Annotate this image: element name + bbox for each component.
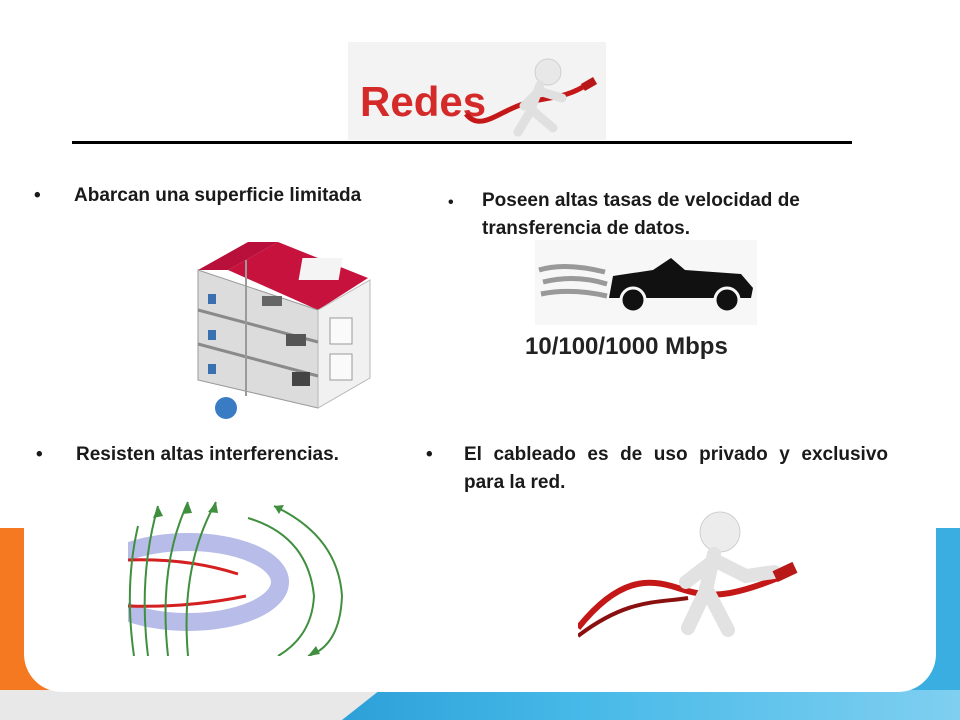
bullet-dot: • <box>426 444 433 465</box>
bullet-text: Poseen altas tasas de velocidad de trans… <box>482 190 800 239</box>
bullet-text: El cableado es de uso privado y exclusiv… <box>464 444 888 493</box>
bullet-limited-area: • Abarcan una superficie limitada <box>34 182 362 210</box>
bullet-private-cabling: • El cableado es de uso privado y exclus… <box>426 441 888 497</box>
speed-label: 10/100/1000 Mbps <box>525 333 728 360</box>
title-divider <box>72 141 852 144</box>
bottom-gray-bar <box>0 690 380 720</box>
bullet-dot: • <box>34 185 41 206</box>
bullet-text: Resisten altas interferencias. <box>76 444 339 465</box>
house-network-image <box>197 242 371 419</box>
bullet-interference: • Resisten altas interferencias. <box>36 441 339 469</box>
bullet-dot: • <box>448 194 454 211</box>
bullet-high-speed: • Poseen altas tasas de velocidad de tra… <box>448 187 892 243</box>
speeding-car-image <box>535 240 757 325</box>
logo-text: Redes <box>360 78 486 125</box>
electromagnetic-field-image <box>128 501 344 656</box>
bullet-text: Abarcan una superficie limitada <box>74 185 362 206</box>
redes-logo: Redes <box>348 42 606 140</box>
bullet-dot: • <box>36 444 43 465</box>
person-with-cable-image <box>578 511 798 638</box>
